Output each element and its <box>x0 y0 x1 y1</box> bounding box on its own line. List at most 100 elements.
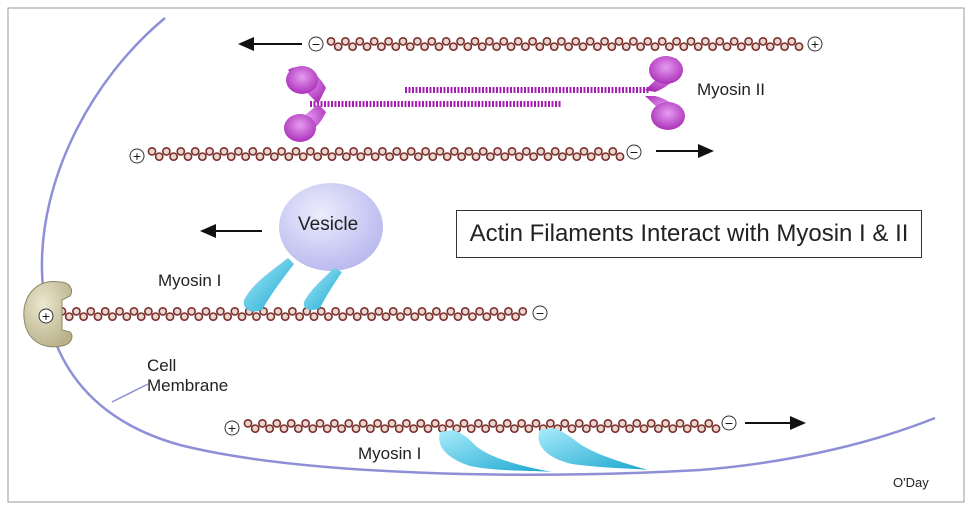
actin-monomer <box>593 42 602 51</box>
actin-monomer <box>241 152 250 161</box>
arrow-right-bottom <box>745 416 806 430</box>
actin-monomer <box>412 37 422 46</box>
actin-monomer <box>315 418 325 428</box>
actin-monomer <box>223 312 232 321</box>
actin-monomer <box>255 152 265 161</box>
actin-monomer <box>471 152 481 161</box>
actin-monomer <box>428 152 438 161</box>
actin-monomer <box>482 312 492 321</box>
actin-monomer <box>348 42 357 51</box>
actin-monomer <box>143 306 153 316</box>
actin-monomer <box>453 312 463 321</box>
actin-monomer <box>115 306 124 316</box>
frame-border <box>7 7 965 503</box>
actin-monomer <box>636 42 645 51</box>
actin-monomer <box>226 152 236 161</box>
actin-monomer <box>567 424 577 433</box>
actin-monomer <box>230 306 240 316</box>
actin-monomer <box>405 42 415 51</box>
actin-monomer <box>518 306 528 316</box>
actin-monomer <box>351 424 361 433</box>
actin-monomer <box>280 312 290 321</box>
actin-monomer <box>387 418 397 428</box>
actin-monomer <box>100 306 110 316</box>
myosin-ii <box>284 56 685 142</box>
actin-monomer <box>381 312 391 321</box>
actin-monomer <box>392 146 402 156</box>
actin-monomer <box>369 37 379 46</box>
cell-membrane <box>40 17 936 476</box>
label-myosin-i-upper: Myosin I <box>158 271 222 290</box>
actin-monomer <box>773 37 782 46</box>
actin-monomer <box>510 424 519 433</box>
actin-monomer <box>459 418 469 428</box>
actin-monomer <box>151 312 160 321</box>
actin-monomer <box>72 306 81 316</box>
plus-end-marker-upper: + <box>129 148 145 164</box>
actin-monomer <box>531 418 541 428</box>
actin-monomer <box>704 418 714 428</box>
actin-monomer <box>542 37 552 46</box>
actin-monomer <box>565 146 574 156</box>
actin-monomer <box>424 312 434 321</box>
plus-symbol: + <box>810 38 819 51</box>
actin-monomer <box>338 312 348 321</box>
actin-monomer <box>650 42 660 51</box>
actin-monomer <box>639 424 649 433</box>
actin-monomer <box>607 42 617 51</box>
actin-monomer <box>358 418 368 428</box>
actin-monomer <box>272 418 282 428</box>
actin-monomer <box>349 146 358 156</box>
actin-monomer <box>421 146 430 156</box>
actin-monomer <box>367 312 376 321</box>
plus-symbol: + <box>227 422 236 435</box>
actin-monomer <box>251 312 261 321</box>
actin-monomer <box>492 42 501 51</box>
label-myosin-i-lower: Myosin I <box>358 444 422 463</box>
actin-monomer <box>205 146 214 156</box>
actin-monomer <box>460 306 470 316</box>
actin-monomer <box>417 306 427 316</box>
actin-monomer <box>787 37 797 46</box>
actin-filament-bottom <box>243 418 721 433</box>
actin-monomer <box>326 37 336 46</box>
actin-monomer <box>172 306 182 316</box>
actin-monomer <box>329 418 339 428</box>
actin-monomer <box>322 424 332 433</box>
actin-monomer <box>693 42 703 51</box>
actin-monomer <box>517 418 526 428</box>
actin-monomer <box>765 42 775 51</box>
membrane-pointer <box>111 383 149 403</box>
actin-monomer <box>507 146 517 156</box>
actin-monomer <box>86 306 96 316</box>
actin-monomer <box>320 146 330 156</box>
actin-filament-middle <box>57 306 528 321</box>
actin-monomer <box>201 306 211 316</box>
actin-monomer <box>596 424 606 433</box>
actin-monomer <box>219 146 229 156</box>
vesicle <box>279 183 383 271</box>
actin-monomer <box>495 424 505 433</box>
actin-monomer <box>625 424 634 433</box>
actin-monomer <box>464 146 474 156</box>
actin-monomer <box>608 146 618 156</box>
actin-monomer <box>420 42 429 51</box>
actin-monomer <box>690 418 699 428</box>
actin-monomer <box>657 37 667 46</box>
actin-monomer <box>147 146 157 156</box>
actin-monomer <box>489 306 499 316</box>
actin-filament-upper <box>147 146 625 161</box>
actin-monomer <box>457 152 466 161</box>
actin-monomer <box>257 418 267 428</box>
actin-monomer <box>675 418 685 428</box>
actin-monomer <box>161 146 171 156</box>
actin-monomer <box>503 306 513 316</box>
actin-monomer <box>373 418 382 428</box>
actin-monomer <box>614 37 624 46</box>
actin-monomer <box>190 146 200 156</box>
label-vesicle: Vesicle <box>298 214 359 235</box>
actin-monomer <box>333 42 343 51</box>
actin-monomer <box>212 152 222 161</box>
minus-end-marker-middle: − <box>532 305 548 321</box>
